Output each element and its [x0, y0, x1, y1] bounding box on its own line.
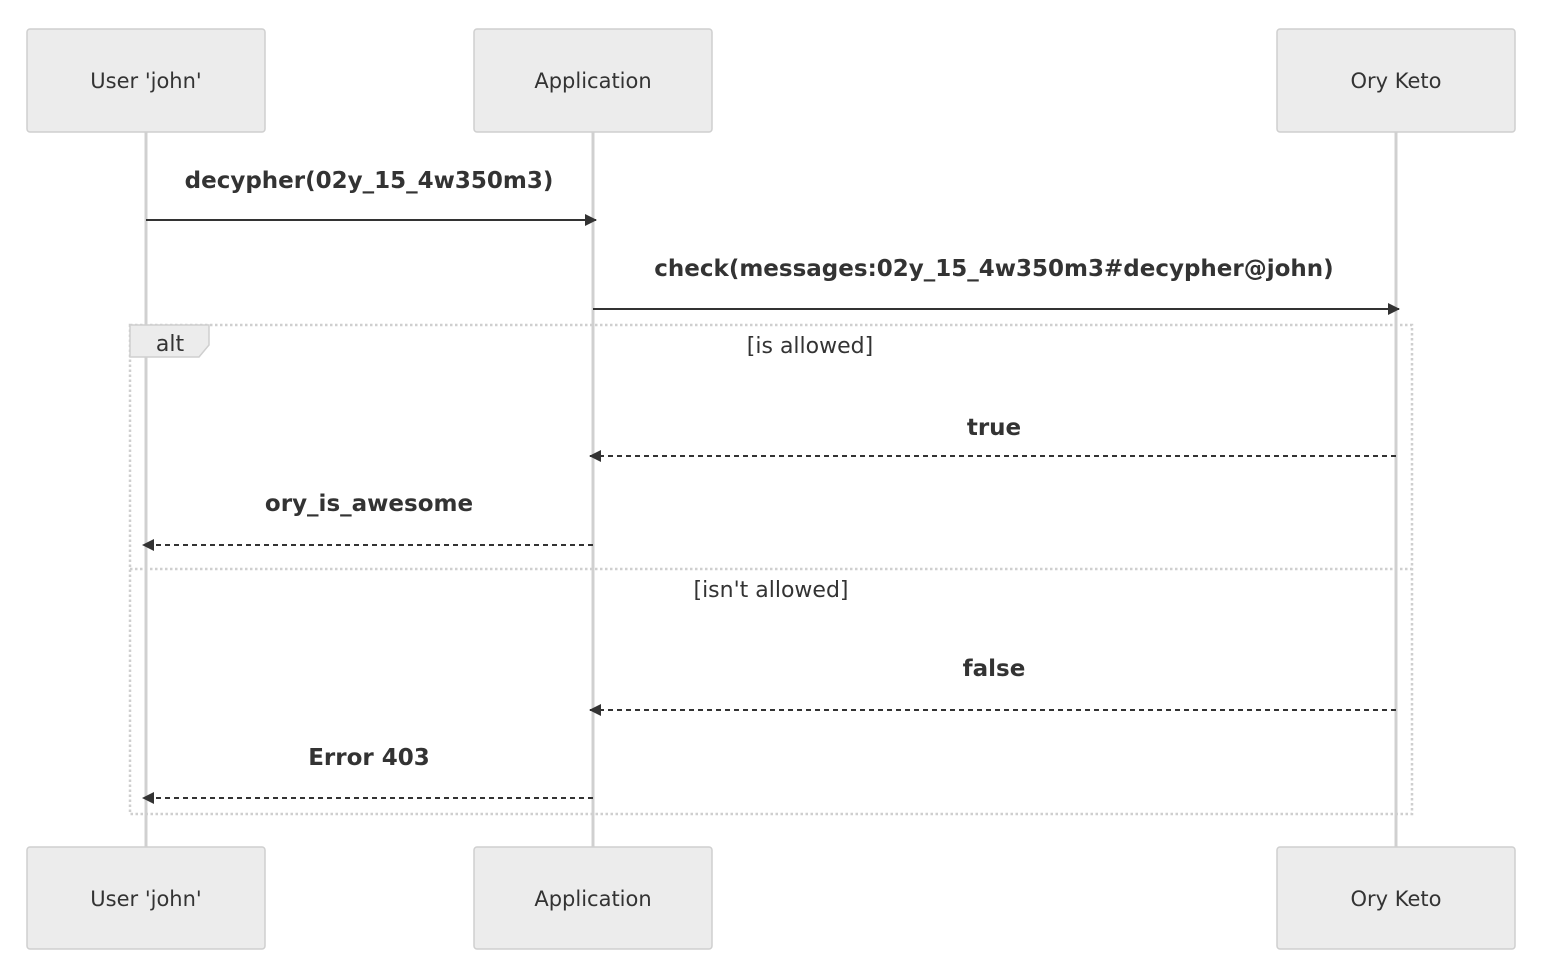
participant-application-top: Application — [473, 28, 713, 133]
alt-condition-allowed: [is allowed] — [747, 334, 873, 359]
participant-label: User 'john' — [90, 887, 201, 911]
participant-ory-keto-top: Ory Keto — [1276, 28, 1516, 133]
alt-frame: alt [is allowed] [isn't allowed] — [128, 323, 1414, 816]
alt-keyword: alt — [156, 332, 185, 357]
participant-user-top: User 'john' — [26, 28, 266, 133]
message-label: Error 403 — [308, 745, 430, 771]
participant-label: Ory Keto — [1351, 69, 1442, 93]
message-label: check(messages:02y_15_4w350m3#decypher@j… — [654, 256, 1333, 282]
alt-frame-tab — [129, 324, 210, 358]
participant-box — [26, 846, 266, 950]
message-check: check(messages:02y_15_4w350m3#decypher@j… — [593, 256, 1400, 315]
participant-label: User 'john' — [90, 69, 201, 93]
message-error-403: Error 403 — [142, 745, 593, 804]
participant-label: Application — [534, 887, 651, 911]
alt-condition-not-allowed: [isn't allowed] — [693, 578, 848, 603]
message-decypher: decypher(02y_15_4w350m3) — [146, 168, 597, 226]
participant-ory-keto-bottom: Ory Keto — [1276, 846, 1516, 950]
message-label: true — [967, 415, 1021, 441]
message-ory-is-awesome: ory_is_awesome — [142, 491, 593, 551]
message-true: true — [589, 415, 1396, 462]
participant-box — [26, 28, 266, 133]
message-false: false — [589, 656, 1396, 716]
message-label: decypher(02y_15_4w350m3) — [185, 168, 554, 194]
participant-label: Ory Keto — [1351, 887, 1442, 911]
message-label: ory_is_awesome — [265, 491, 473, 517]
participant-box — [1276, 28, 1516, 133]
participant-application-bottom: Application — [473, 846, 713, 950]
participant-user-bottom: User 'john' — [26, 846, 266, 950]
participant-box — [473, 846, 713, 950]
message-label: false — [963, 656, 1026, 682]
participant-label: Application — [534, 69, 651, 93]
participant-box — [1276, 846, 1516, 950]
participant-box — [473, 28, 713, 133]
